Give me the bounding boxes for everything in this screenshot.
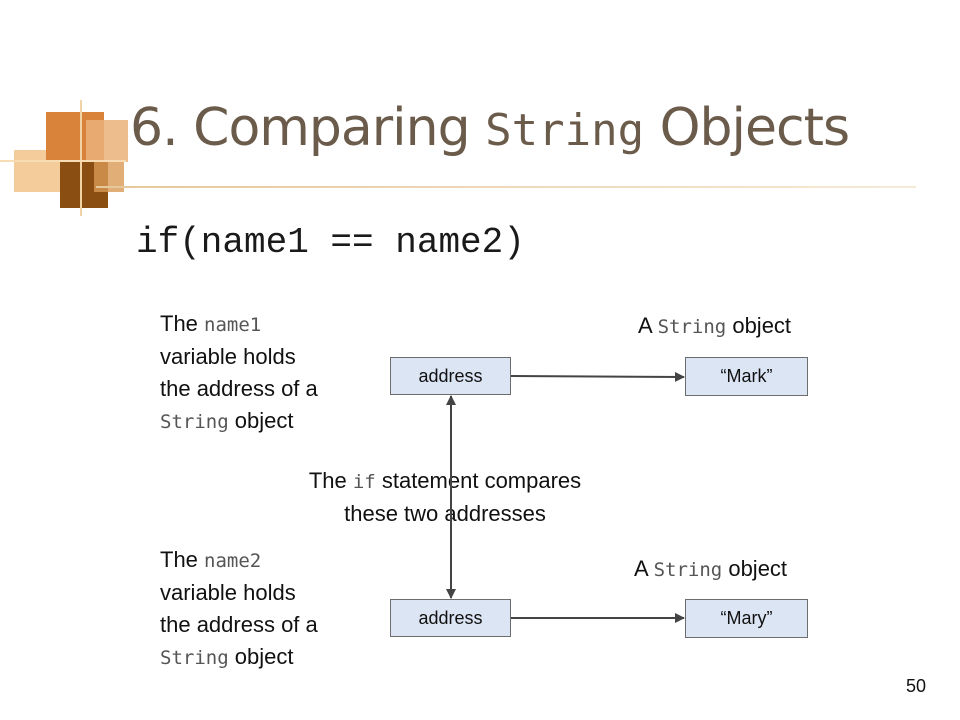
slide-title: 6. Comparing String Objects <box>130 98 850 158</box>
label-code: name2 <box>204 550 262 572</box>
bottom-object-label: A String object <box>634 553 787 586</box>
title-text: Objects <box>644 98 850 158</box>
title-code-word: String <box>485 105 645 156</box>
label-text: The <box>308 468 353 493</box>
string-object-mark: “Mark” <box>685 357 808 396</box>
address-box-1: address <box>390 357 511 395</box>
name2-label: The name2 variable holds the address of … <box>160 544 318 674</box>
label-text: A <box>638 313 658 338</box>
title-text: 6. Comparing <box>130 98 486 158</box>
label-code: String <box>160 411 229 433</box>
top-object-label: A String object <box>638 310 791 343</box>
label-code: String <box>160 647 229 669</box>
compare-label: The if statement compares these two addr… <box>276 465 614 530</box>
decor-square <box>86 120 128 162</box>
label-text: object <box>228 408 294 433</box>
pointer-arrow-top <box>510 371 685 382</box>
label-code: if <box>352 471 376 493</box>
label-text: object <box>722 556 788 581</box>
address-box-2: address <box>390 599 511 637</box>
label-text: variable holds <box>160 344 296 369</box>
label-text: object <box>726 313 792 338</box>
label-text: variable holds <box>160 580 296 605</box>
label-text: The <box>160 547 205 572</box>
label-text: object <box>228 644 294 669</box>
label-code: String <box>657 316 727 338</box>
string-object-mary: “Mary” <box>685 599 808 638</box>
name1-label: The name1 variable holds the address of … <box>160 308 318 438</box>
page-number: 50 <box>906 676 927 696</box>
title-underline <box>96 186 916 188</box>
label-code: name1 <box>204 314 262 336</box>
decor-line <box>80 100 82 216</box>
decor-line <box>0 160 126 162</box>
code-line: if(name1 == name2) <box>136 222 525 263</box>
label-text: these two addresses <box>344 501 546 526</box>
label-text: The <box>160 311 205 336</box>
label-text: the address of a <box>160 612 318 637</box>
label-text: A <box>634 556 654 581</box>
label-text: the address of a <box>160 376 318 401</box>
label-text: statement compares <box>375 468 582 493</box>
label-code: String <box>653 559 723 581</box>
